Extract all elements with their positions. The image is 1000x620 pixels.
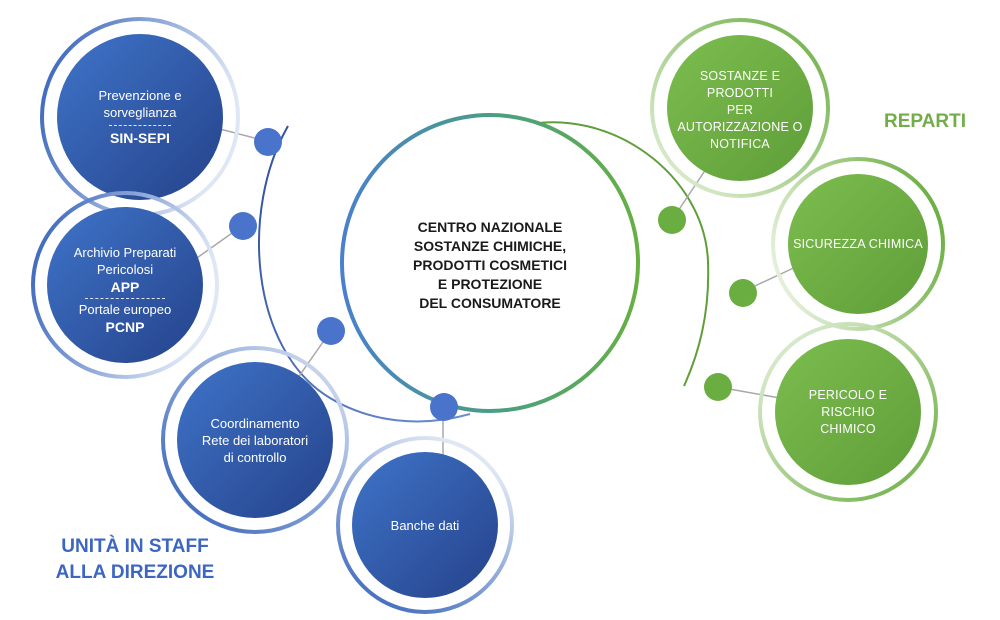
node-text-line: SOSTANZE E PRODOTTI [699,68,781,100]
node-text-line: Banche dati [390,517,460,533]
node-sicurezza [788,174,928,314]
staff-label-line: UNITÀ IN STAFF [61,536,209,557]
node-abbreviation: SIN-SEPI [110,129,170,146]
dashed-divider [85,297,165,299]
dot-banche-dati [430,393,458,421]
dashed-divider [109,124,171,126]
node-text-line: di controllo [223,449,287,465]
node-sin-sepi-label: Prevenzione e sorveglianza SIN-SEPI [65,62,215,172]
staff-section-label: UNITÀ IN STAFF ALLA DIREZIONE [35,534,235,586]
node-text-line: Rete dei laboratori [201,432,309,448]
node-sicurezza-label: SICUREZZA CHIMICA [793,234,923,254]
node-text-line: Archivio Preparati [73,244,177,260]
node-text-line: CHIMICO [820,421,876,436]
node-laboratori-ring [161,346,349,534]
node-app-label: Archivio Preparati Pericolosi APP Portal… [55,235,195,345]
dot-sostanze [658,206,686,234]
node-pericolo [775,339,921,485]
blue-arc [258,125,471,423]
node-banche-dati-ring [336,436,514,614]
dot-laboratori [317,317,345,345]
node-laboratori-label: Coordinamento Rete dei laboratori di con… [185,405,325,475]
node-sin-sepi [57,34,223,200]
node-banche-dati-label: Banche dati [360,510,490,540]
node-pericolo-ring [758,322,938,502]
center-line: SOSTANZE CHIMICHE, [413,237,567,254]
node-laboratori [177,362,333,518]
node-sostanze-label: SOSTANZE E PRODOTTI PER AUTORIZZAZIONE O… [670,69,810,151]
node-sostanze-ring [650,18,830,198]
center-line: E PROTEZIONE [437,275,543,292]
staff-label-line: ALLA DIREZIONE [55,562,215,583]
node-banche-dati [352,452,498,598]
dot-sin-sepi [254,128,282,156]
center-circle [340,113,640,413]
reparti-section-label: REPARTI [884,111,966,132]
node-text-line: Prevenzione e [98,87,182,103]
node-text-line: Coordinamento [210,415,300,431]
center-line: DEL CONSUMATORE [419,294,561,311]
node-abbreviation: APP [110,278,140,295]
node-text-line: SICUREZZA CHIMICA [793,236,923,251]
node-app-ring [31,191,219,379]
node-text-line: PER AUTORIZZAZIONE O [677,102,803,134]
node-sicurezza-ring [771,157,945,331]
node-pericolo-label: PERICOLO E RISCHIO CHIMICO [783,388,913,436]
node-text-line: Portale europeo [78,301,172,317]
green-arc [519,121,710,387]
node-text-line: Pericolosi [96,261,154,277]
dot-app [229,212,257,240]
node-app [47,207,203,363]
dot-pericolo [704,373,732,401]
center-title: CENTRO NAZIONALE SOSTANZE CHIMICHE, PROD… [390,180,590,350]
node-text-line: PERICOLO E RISCHIO [808,387,888,419]
node-abbreviation: PCNP [105,318,145,335]
node-text-line: sorveglianza [103,104,177,120]
center-line: PRODOTTI COSMETICI [413,256,567,273]
node-sostanze [667,35,813,181]
dot-sicurezza [729,279,757,307]
center-line: CENTRO NAZIONALE [417,218,563,235]
node-text-line: NOTIFICA [710,136,770,151]
